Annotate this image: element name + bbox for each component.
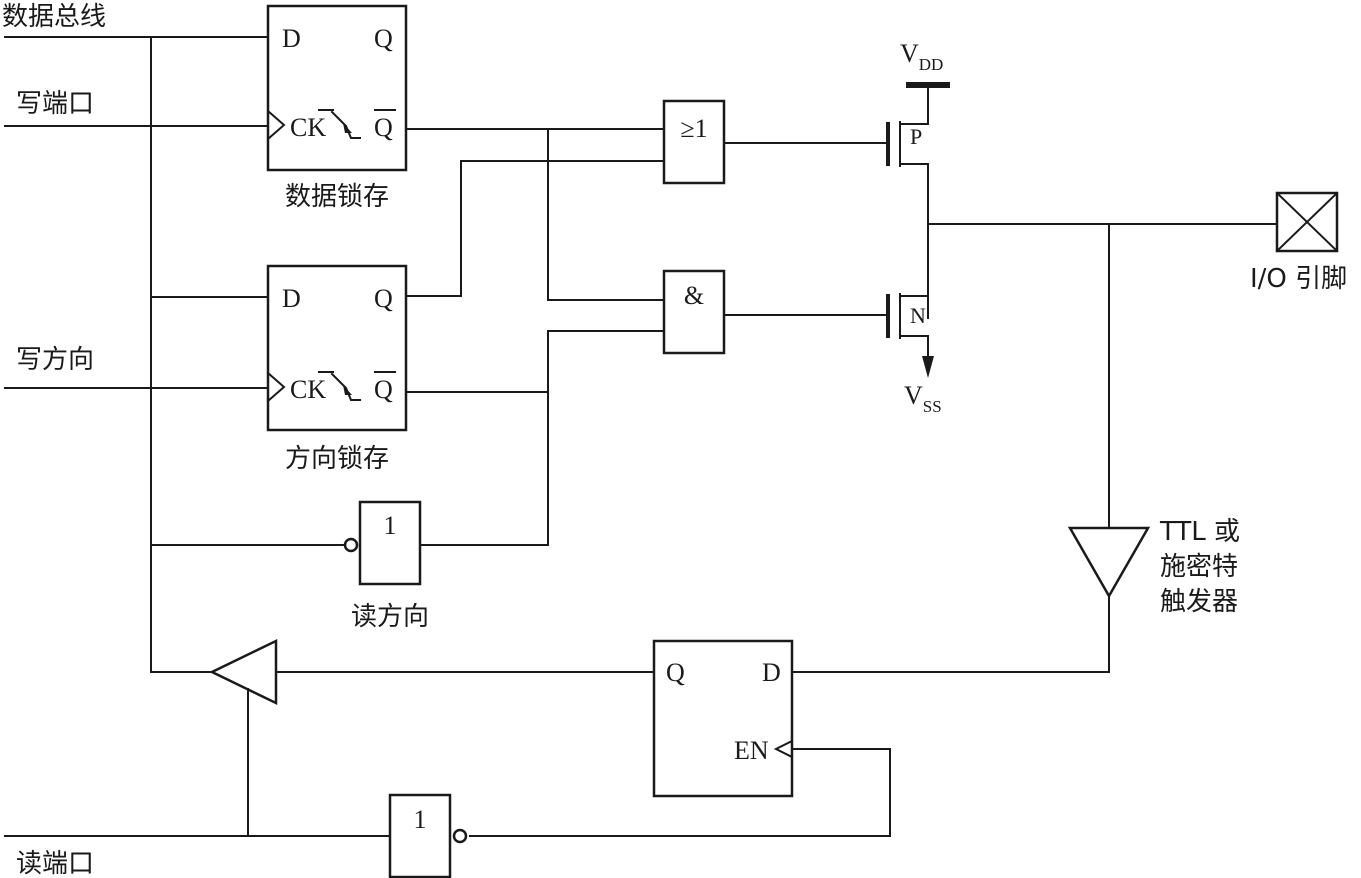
trigger-label-line1: TTL 或 <box>1159 517 1240 547</box>
direction-latch-clock-triangle <box>266 371 286 403</box>
direction-latch-d-pin: D <box>282 284 301 313</box>
schmitt-trigger-buffer <box>1067 526 1151 599</box>
data-latch-label: 数据锁存 <box>285 182 389 212</box>
read-port-label: 读端口 <box>16 849 94 878</box>
read-dir-inverter-symbol: 1 <box>384 511 397 540</box>
direction-latch-ck-pin: CK <box>290 375 326 404</box>
data-latch-q-pin: Q <box>374 24 393 53</box>
vss-label: VSS <box>904 381 942 416</box>
direction-latch-q-pin: Q <box>374 284 393 313</box>
p-n-drain-node <box>899 163 929 319</box>
data-latch-edge-arrow <box>343 123 352 133</box>
data-bus-label: 数据总线 <box>2 2 106 32</box>
p-transistor-source <box>899 84 929 125</box>
inverter-to-and-gate <box>419 330 665 546</box>
io-pin-cross-b <box>1275 191 1339 253</box>
input-latch-d-pin: D <box>762 658 781 687</box>
read-port-inverter-bubble <box>452 828 468 844</box>
trigger-label-line2: 施密特 <box>1160 552 1238 582</box>
data-latch-d-pin: D <box>282 24 301 53</box>
read-port-inverter-to-en <box>469 748 891 837</box>
read-dir-inverter-bubble <box>343 537 359 553</box>
or-gate-symbol: ≥1 <box>680 114 707 143</box>
direction-latch-box <box>266 264 408 432</box>
io-pin-label: I/O 引脚 <box>1250 264 1347 294</box>
write-direction-label: 写方向 <box>16 345 94 375</box>
write-port-label: 写端口 <box>16 89 94 119</box>
input-latch-en-triangle <box>773 739 794 759</box>
data-latch-qbar-pin: Q <box>374 113 393 142</box>
p-transistor-label: P <box>910 124 922 149</box>
vss-arrow-icon <box>922 356 934 378</box>
n-transistor-source <box>899 335 929 361</box>
n-transistor-label: N <box>910 303 926 328</box>
data-latch-ck-pin: CK <box>290 113 326 142</box>
direction-latch-qbar-pin: Q <box>374 375 393 404</box>
dir-q-to-or-gate <box>405 160 665 297</box>
data-latch-box <box>266 4 408 172</box>
input-latch-en-pin: EN <box>734 736 769 765</box>
read-dir-inverter <box>358 500 422 586</box>
data-latch-clock-triangle <box>266 109 286 141</box>
input-latch-box <box>652 639 794 798</box>
and-gate <box>662 269 726 355</box>
read-dir-label: 读方向 <box>351 602 429 632</box>
input-latch-q-pin: Q <box>666 658 685 687</box>
read-tristate-buffer <box>209 639 278 705</box>
trigger-label-line3: 触发器 <box>1160 587 1238 617</box>
direction-latch-edge-arrow <box>343 385 352 395</box>
and-gate-symbol: & <box>684 281 704 310</box>
read-port-inverter-symbol: 1 <box>414 805 427 834</box>
vdd-label: VDD <box>900 39 943 74</box>
read-port-inverter <box>388 793 452 878</box>
direction-latch-label: 方向锁存 <box>285 444 389 474</box>
